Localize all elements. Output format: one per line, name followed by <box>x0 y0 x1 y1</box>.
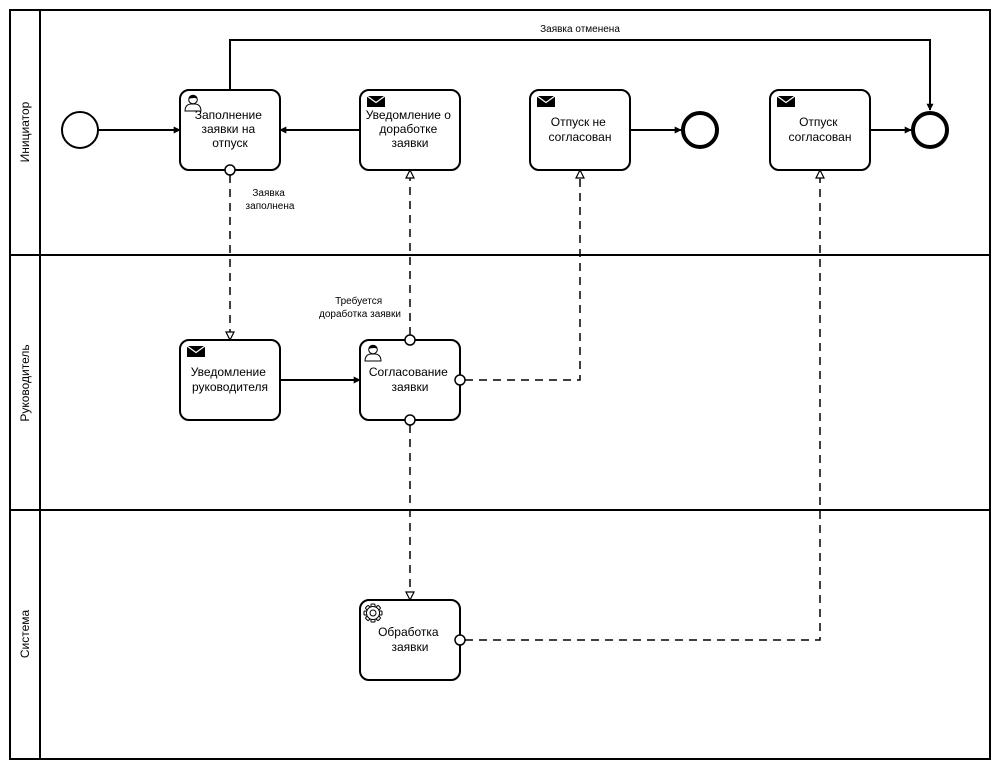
envelope-icon <box>186 345 206 357</box>
task-notify-rework[interactable]: Уведомление о доработке заявки <box>359 89 461 171</box>
task-not-approved[interactable]: Отпуск не согласован <box>529 89 631 171</box>
task-box[interactable] <box>769 89 871 171</box>
task-label: Уведомление о доработке заявки <box>366 108 455 150</box>
label-cancelled: Заявка отменена <box>540 24 620 35</box>
lane-label-system: Система <box>18 610 32 659</box>
msg-source-approve-right <box>454 374 466 386</box>
envelope-icon <box>536 95 556 107</box>
task-process[interactable]: Обработка заявки <box>359 599 461 681</box>
task-box[interactable] <box>179 339 281 421</box>
message-flows <box>230 170 820 641</box>
message-flow-sources <box>224 164 466 646</box>
envelope-icon <box>366 95 386 107</box>
envelope-icon <box>776 95 796 107</box>
task-label: Отпуск не согласован <box>549 115 612 144</box>
end-event-approved[interactable] <box>911 111 949 149</box>
task-label: Согласование заявки <box>369 365 451 394</box>
start-event[interactable] <box>61 111 99 149</box>
label-filled: Заявка заполнена <box>246 188 295 212</box>
msg-source-process-right <box>454 634 466 646</box>
sequence-flows <box>98 39 934 384</box>
msg-source-approve-top <box>404 334 416 346</box>
pool-frame <box>9 9 991 760</box>
user-icon <box>184 94 202 112</box>
task-box[interactable] <box>359 89 461 171</box>
task-label: Уведомление руководителя <box>191 365 270 394</box>
msg-flow-process-to-approved[interactable] <box>465 170 820 641</box>
events <box>61 111 949 149</box>
task-fill[interactable]: Заполнение заявки на отпуск <box>179 89 281 171</box>
task-label: Отпуск согласован <box>789 115 852 144</box>
gear-icon <box>363 603 383 623</box>
task-approved[interactable]: Отпуск согласован <box>769 89 871 171</box>
msg-flow-approve-to-not-approved[interactable] <box>465 170 580 381</box>
end-event-not-approved[interactable] <box>681 111 719 149</box>
msg-source-fill <box>224 164 236 176</box>
user-icon <box>364 344 382 362</box>
task-approve[interactable]: Согласование заявки <box>359 339 461 421</box>
task-notify-manager[interactable]: Уведомление руководителя <box>179 339 281 421</box>
label-rework: Требуется доработка заявки <box>319 295 401 320</box>
lane-label-initiator: Инициатор <box>18 101 32 162</box>
task-label: Обработка заявки <box>378 625 442 654</box>
flow-cancelled[interactable] <box>229 39 934 111</box>
pool: Инициатор Руководитель Система <box>9 9 991 760</box>
task-box[interactable] <box>529 89 631 171</box>
lane-label-manager: Руководитель <box>18 344 32 421</box>
msg-source-approve-bottom <box>404 414 416 426</box>
flow-labels: Заявка отменена Заявка заполнена Требует… <box>246 24 621 320</box>
task-label: Заполнение заявки на отпуск <box>195 108 265 150</box>
